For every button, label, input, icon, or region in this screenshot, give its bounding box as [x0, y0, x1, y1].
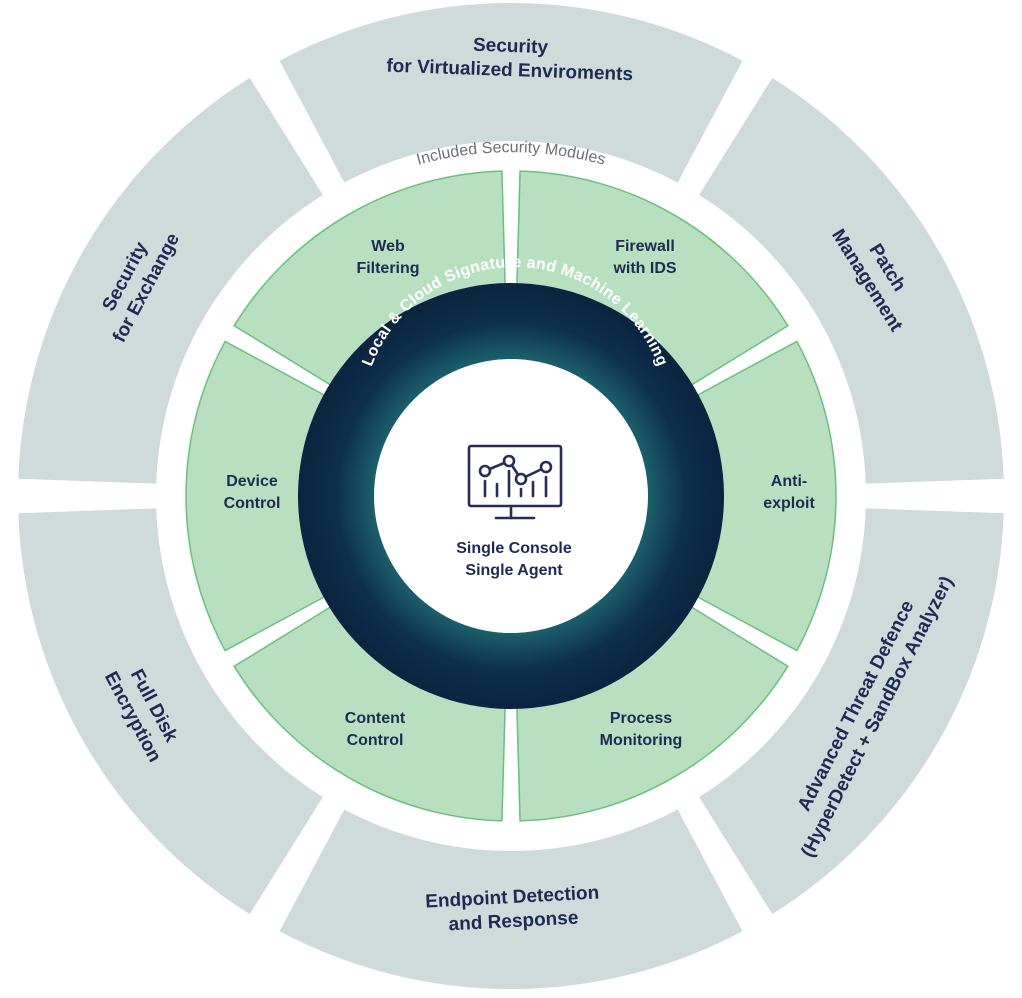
- addon-label-line-1: Security: [473, 35, 549, 59]
- module-label-line-2: exploit: [763, 495, 815, 512]
- module-label-line-1: Web: [371, 238, 405, 255]
- outer-segment-atd: [699, 508, 1004, 915]
- outer-segment-virtualized: [279, 3, 743, 183]
- center-line-2: Single Agent: [465, 562, 563, 579]
- outer-segment-fde: [18, 508, 323, 915]
- module-label-line-1: Process: [610, 710, 672, 727]
- inner-modules-ring: [185, 170, 837, 822]
- module-label-line-2: Control: [224, 495, 281, 512]
- monitor-chart-icon: [467, 444, 563, 520]
- outer-segment-patch: [699, 77, 1004, 484]
- center-line-1: Single Console: [456, 540, 572, 557]
- module-label-line-2: with IDS: [612, 260, 676, 277]
- module-label-line-2: Control: [347, 732, 404, 749]
- module-label-line-1: Anti-: [771, 473, 807, 490]
- outer-segment-exchange: [18, 77, 323, 484]
- module-label-line-1: Content: [345, 710, 406, 727]
- module-label-line-1: Firewall: [615, 238, 675, 255]
- module-firewall: Firewall with IDS: [612, 238, 676, 277]
- module-web-filtering: Web Filtering: [356, 238, 419, 277]
- module-label-line-2: Filtering: [356, 260, 419, 277]
- center-disk: [374, 359, 648, 633]
- module-content-control: Content Control: [345, 710, 406, 749]
- outer-segment-edr: [279, 809, 743, 989]
- module-process-monitoring: Process Monitoring: [600, 710, 683, 749]
- module-anti-exploit: Anti- exploit: [763, 473, 815, 512]
- module-device-control: Device Control: [224, 473, 281, 512]
- outer-addons-ring: [18, 3, 1004, 989]
- module-label-line-1: Device: [226, 473, 278, 490]
- module-label-line-2: Monitoring: [600, 732, 683, 749]
